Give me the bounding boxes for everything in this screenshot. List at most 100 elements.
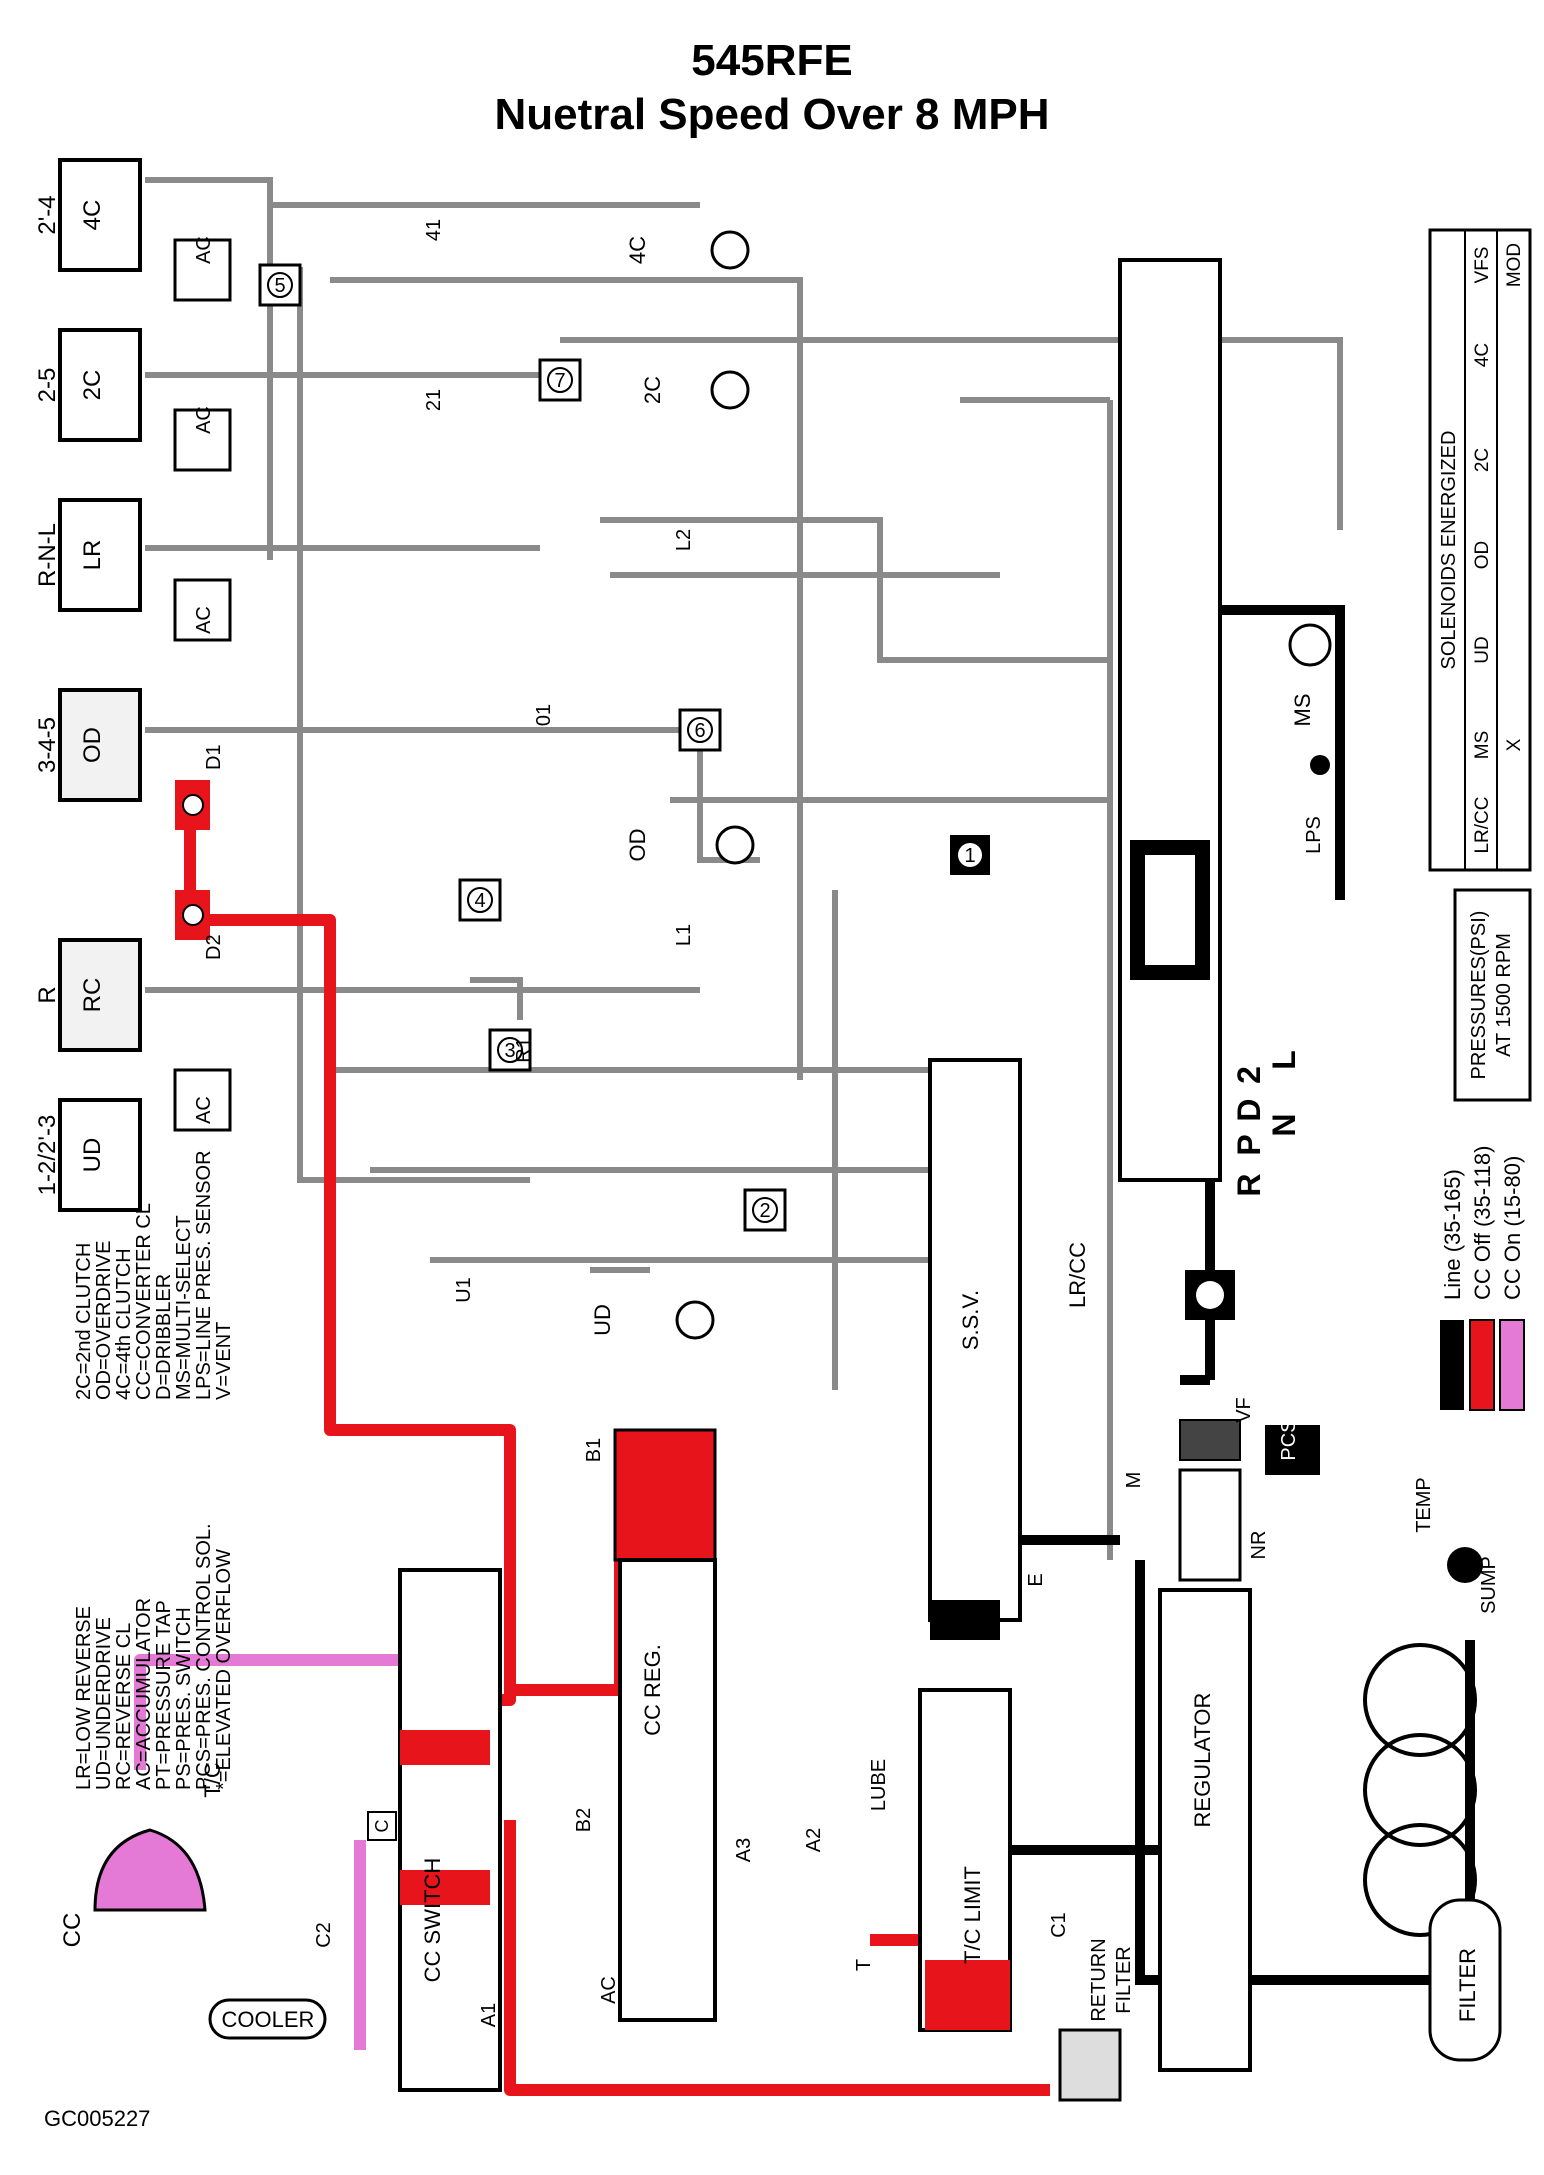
clutch-ratio: 2'-4	[34, 195, 61, 234]
passage-a1: A1	[478, 2003, 500, 2027]
temp-sensor: TEMP SUMP	[1413, 1477, 1500, 1614]
legend-pcs: PCS=PRES. CONTROL SOL.	[193, 1523, 215, 1790]
legend-swatch-cc-off	[1469, 1319, 1495, 1411]
oil-pump	[1363, 1643, 1477, 1937]
checkballs: 1 2 3 4 5 6 7	[258, 263, 990, 1232]
clutch-code: RC	[79, 978, 106, 1013]
sump-label: SUMP	[1478, 1556, 1500, 1614]
col-4c: 4C	[1472, 343, 1493, 367]
svg-text:OD: OD	[625, 829, 650, 862]
checkball-7: 7	[538, 358, 582, 402]
clutch-ratio: 1-2/2'-3	[34, 1115, 61, 1196]
solenoid-ms: MS	[1288, 623, 1332, 727]
passage-u1: U1	[453, 1277, 475, 1303]
col-vfs: VFS	[1472, 247, 1493, 284]
val-vfs: MOD	[1504, 243, 1525, 287]
vf-label: VF	[1233, 1397, 1255, 1423]
clutch-lr: R-N-L LR	[34, 498, 142, 612]
passage-a3: A3	[733, 1838, 755, 1862]
solenoid-table: SOLENOIDS ENERGIZED LR/CC MS UD OD 2C 4C…	[1428, 228, 1532, 872]
accumulator-lr	[173, 578, 232, 642]
checkball-1: 1	[950, 835, 990, 875]
legend-lps: LPS=LINE PRES. SENSOR	[193, 1150, 215, 1400]
gear-n: N	[1266, 1113, 1302, 1136]
lps-label: LPS	[1303, 816, 1325, 854]
clutch-ratio: 3-4-5	[34, 717, 61, 773]
cc-switch-label: CC SWITCH	[420, 1858, 445, 1983]
nr-label: NR	[1248, 1531, 1270, 1560]
accumulators	[173, 238, 232, 1132]
gear-d: D	[1231, 1098, 1267, 1121]
accumulator-2c	[173, 408, 232, 472]
clutch-ratio: R	[34, 986, 61, 1003]
col-2c: 2C	[1472, 448, 1493, 472]
passage-a2: A2	[803, 1828, 825, 1852]
clutch-2c: 2-5 2C	[34, 328, 142, 442]
passage-l1: L1	[673, 924, 695, 946]
col-ud: UD	[1472, 636, 1493, 663]
pressures-box: PRESSURES(PSI) AT 1500 RPM	[1453, 888, 1532, 1102]
solenoid-4c: 4C	[625, 230, 750, 270]
clutch-od: 3-4-5 OD	[34, 688, 142, 802]
svg-text:UD: UD	[590, 1304, 615, 1336]
passage-t: T	[853, 1959, 875, 1971]
ac-label: AC	[193, 1096, 215, 1124]
legend-ac: AC=ACCUMULATOR	[133, 1598, 155, 1790]
accumulator-4c	[173, 238, 232, 302]
gear-p: P	[1231, 1134, 1267, 1155]
pressure-legend: Line (35-165) CC Off (35-118) CC On (15-…	[1440, 1146, 1525, 1411]
pressures-subtitle: AT 1500 RPM	[1493, 933, 1515, 1057]
manual-valve	[1118, 258, 1222, 1182]
dribbler-d1: D1	[175, 744, 225, 830]
passage-l2: L2	[673, 529, 695, 551]
dribbler-d2: D2	[175, 890, 225, 960]
clutch-code: LR	[79, 540, 106, 571]
line-pressure-sensor: LPS	[1303, 755, 1330, 854]
val-ms: X	[1504, 738, 1525, 751]
clutch-ud: 1-2/2'-3 UD	[34, 1098, 142, 1212]
checkball-5: 5	[258, 263, 302, 307]
checkball-2: 2	[743, 1188, 787, 1232]
c-label: C	[372, 1820, 392, 1833]
sump-filter: FILTER	[1428, 1898, 1502, 2062]
clutch-rc: R RC	[34, 938, 142, 1052]
clutch-4c: 2'-4 4C	[34, 158, 142, 272]
passage-c1: C1	[1048, 1912, 1070, 1938]
checkball-4: 4	[458, 878, 502, 922]
legend-lr: LR=LOW REVERSE	[73, 1606, 95, 1790]
legend-ud: UD=UNDERDRIVE	[93, 1617, 115, 1790]
legend-swatch-cc-on	[1499, 1319, 1525, 1411]
return-filter-label-1: RETURN	[1088, 1938, 1110, 2021]
solenoid-table-title: SOLENOIDS ENERGIZED	[1438, 431, 1460, 670]
legend-2c: 2C=2nd CLUTCH	[73, 1243, 95, 1400]
passage-41: 41	[423, 219, 445, 241]
legend-cc-off-label: CC Off (35-118)	[1470, 1146, 1495, 1300]
svg-text:3: 3	[504, 1040, 515, 1062]
cc-label: CC	[59, 1913, 86, 1948]
cc-regulator-valve: CC REG. AC	[598, 1428, 717, 2022]
svg-text:6: 6	[694, 720, 705, 742]
ac-label: AC	[193, 236, 215, 264]
passage-b1: B1	[583, 1438, 605, 1462]
gear-2: 2	[1231, 1066, 1267, 1084]
filter-label: FILTER	[1455, 1948, 1480, 2022]
legend-line-label: Line (35-165)	[1440, 1169, 1465, 1300]
lube-label: LUBE	[868, 1759, 890, 1811]
svg-text:4: 4	[474, 890, 485, 912]
svg-text:MS: MS	[1290, 694, 1315, 727]
col-lr-cc: LR/CC	[1472, 796, 1493, 853]
ssv-label: S.S.V.	[958, 1290, 983, 1350]
passage-b2: B2	[573, 1808, 595, 1832]
passage-label-d2: D2	[203, 934, 225, 960]
svg-text:7: 7	[554, 370, 565, 392]
clutch-ratio: 2-5	[34, 368, 61, 403]
legend-cc-on-label: CC On (15-80)	[1500, 1156, 1525, 1300]
legend-pt: PT=PRESSURE TAP	[153, 1600, 175, 1790]
passage-m: M	[1123, 1472, 1145, 1489]
clutch-code: OD	[79, 727, 106, 763]
accumulator-ud	[173, 1068, 232, 1132]
ac-label: AC	[598, 1976, 620, 2004]
cc-switch-valve: CC SWITCH C	[367, 1568, 502, 2092]
clutch-code: 4C	[79, 200, 106, 231]
